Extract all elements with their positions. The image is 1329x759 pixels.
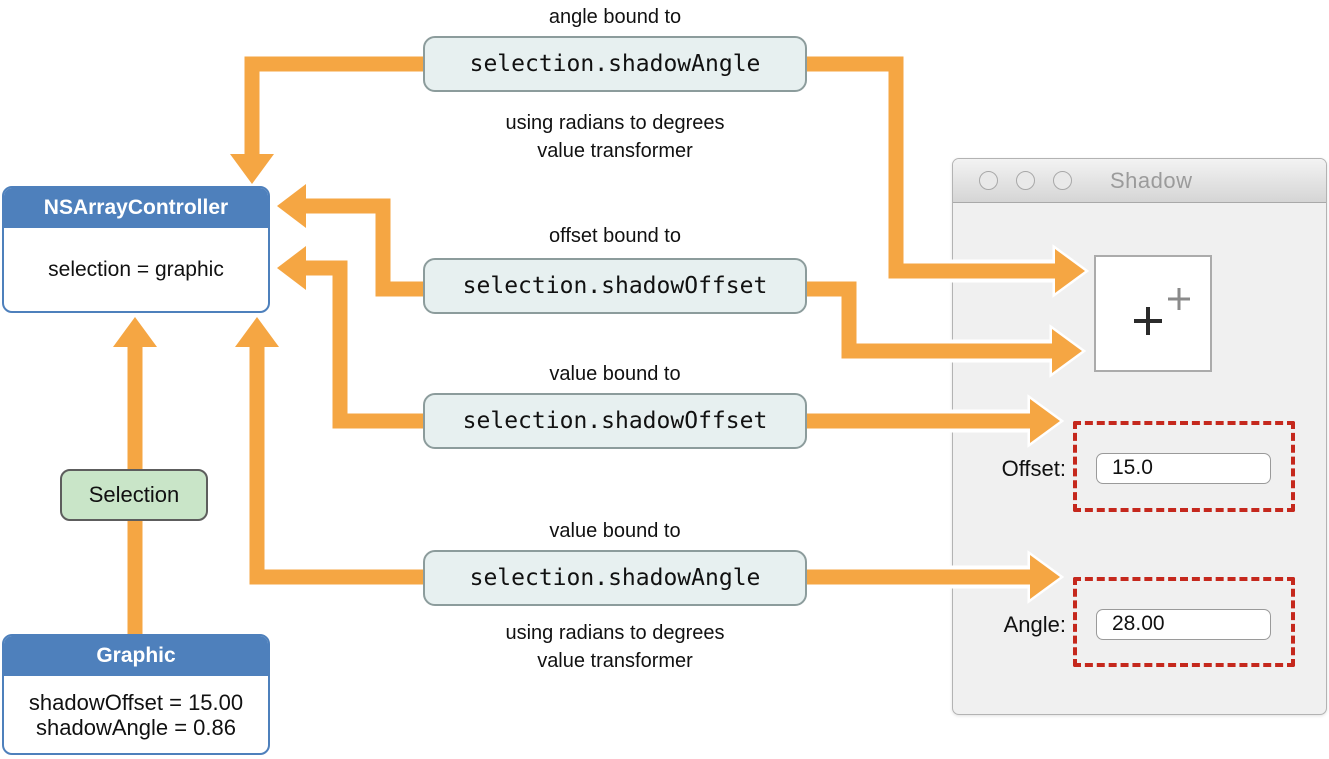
transformer-note-top-line2: value transformer	[537, 140, 693, 162]
shadow-origin-plus-icon	[1168, 288, 1190, 310]
angle-field-label: Angle:	[1003, 612, 1066, 637]
selection-badge: Selection	[60, 469, 208, 521]
graphic-shadow-offset-value: shadowOffset = 15.00	[28, 689, 244, 715]
graphic-title: Graphic	[4, 636, 268, 676]
binding-label-value-angle: value bound to	[549, 520, 681, 542]
transformer-note-bottom-line1: using radians to degrees	[505, 622, 725, 644]
offset-binding-highlight	[1073, 421, 1295, 512]
binding-label-value-offset: value bound to	[549, 363, 681, 385]
window-title: Shadow	[1110, 167, 1193, 193]
angle-text-field[interactable]: 28.00	[1096, 609, 1271, 640]
graphic-box: Graphic shadowOffset = 15.00 shadowAngle…	[2, 634, 270, 755]
binding-label-offset: offset bound to	[549, 225, 681, 247]
graphic-shadow-angle-value: shadowAngle = 0.86	[36, 714, 236, 740]
transformer-note-top-line1: using radians to degrees	[505, 112, 725, 134]
shadow-inspector-window: Shadow Offset: 15.0 Angle: 28.00	[952, 158, 1327, 715]
close-window-button[interactable]	[979, 171, 998, 190]
transformer-note-bottom: using radians to degrees value transform…	[423, 619, 807, 675]
transformer-note-bottom-line2: value transformer	[537, 650, 693, 672]
keypath-box-shadow-angle-bottom: selection.shadowAngle	[423, 550, 807, 606]
nsarraycontroller-title: NSArrayController	[4, 188, 268, 228]
angle-binding-highlight	[1073, 577, 1295, 667]
nsarraycontroller-box: NSArrayController selection = graphic	[2, 186, 270, 313]
shadow-offset-plus-icon	[1134, 307, 1162, 335]
zoom-window-button[interactable]	[1053, 171, 1072, 190]
offset-text-field[interactable]: 15.0	[1096, 453, 1271, 484]
angle-binding-arrow	[225, 52, 1090, 298]
window-titlebar[interactable]: Shadow	[953, 159, 1326, 203]
keypath-box-shadow-offset-1: selection.shadowOffset	[423, 258, 807, 314]
binding-label-angle: angle bound to	[548, 6, 682, 28]
offset-field-label: Offset:	[1001, 456, 1066, 481]
minimize-window-button[interactable]	[1016, 171, 1035, 190]
nsarraycontroller-body: selection = graphic	[48, 258, 224, 281]
shadow-preview-well[interactable]	[1094, 255, 1212, 372]
keypath-box-shadow-offset-2: selection.shadowOffset	[423, 393, 807, 449]
transformer-note-top: using radians to degrees value transform…	[423, 109, 807, 165]
keypath-box-shadow-angle-top: selection.shadowAngle	[423, 36, 807, 92]
